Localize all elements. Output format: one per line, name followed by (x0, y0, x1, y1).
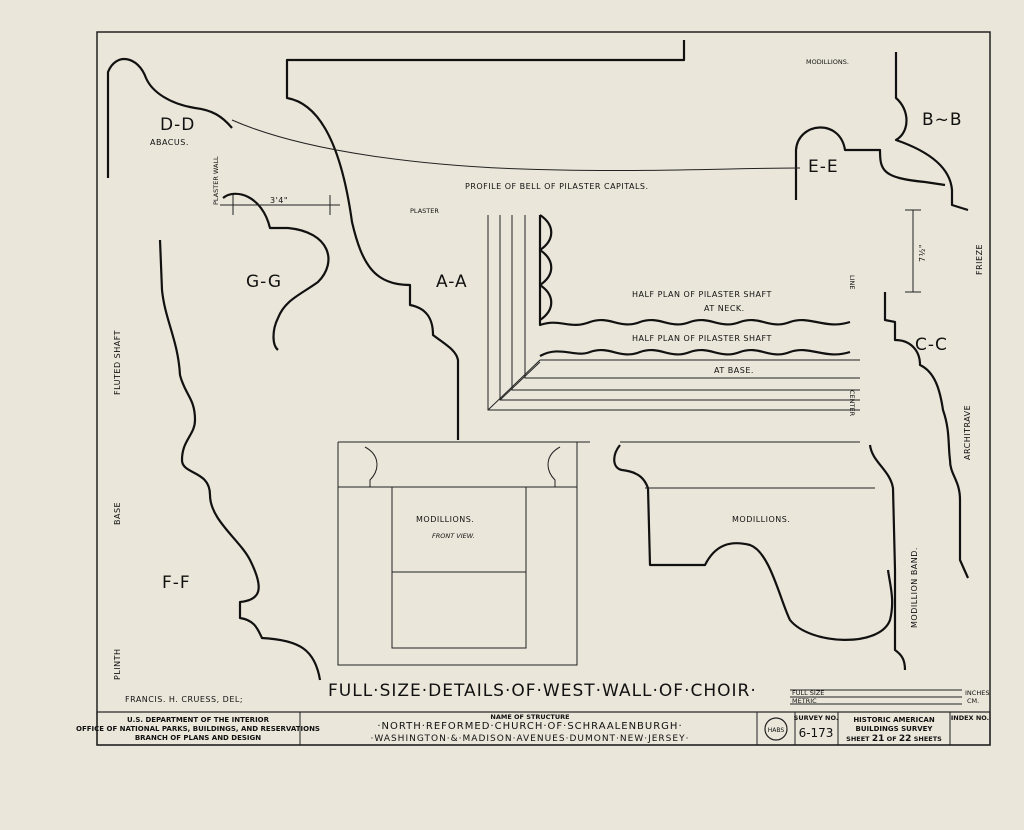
fine-lines (220, 119, 962, 745)
profile-half-plan-base (539, 349, 851, 357)
profile-top-vertical (285, 40, 686, 440)
profile-half-plan-neck-waves (538, 214, 553, 321)
label-half-plan-base-1: HALF PLAN OF PILASTER SHAFT (632, 334, 772, 343)
scale-cm: CM. (967, 697, 979, 705)
label-ff: F-F (162, 573, 191, 593)
label-dim-72: 7½" (918, 244, 927, 262)
label-modillions-top: MODILLIONS. (806, 58, 849, 66)
structure-name: ·NORTH·REFORMED·CHURCH·OF·SCHRAALENBURGH… (377, 721, 682, 732)
profile-modillion-side (613, 444, 894, 641)
profile-modillion-band (868, 444, 907, 671)
structure-address: ·WASHINGTON·&·MADISON·AVENUES·DUMONT·NEW… (371, 734, 690, 744)
profile-cc (883, 292, 970, 579)
label-ee: E-E (808, 157, 839, 177)
scale-full-size: FULL SIZE (792, 689, 824, 697)
label-center-line-bottom: CENTER (848, 390, 856, 417)
label-profile-bell: PROFILE OF BELL OF PILASTER CAPITALS. (465, 182, 649, 191)
modillion-side-lines (620, 441, 875, 489)
scale-bar (790, 689, 962, 705)
survey-number: 6-173 (799, 726, 834, 740)
agency-line-1: U.S. DEPARTMENT OF THE INTERIOR (127, 716, 270, 724)
profile-dd-abacus (106, 57, 233, 178)
agency-line-3: BRANCH OF PLANS AND DESIGN (135, 734, 261, 742)
of-word: OF (887, 735, 897, 743)
molding-profiles (106, 40, 970, 681)
modillion-front-box (337, 441, 590, 666)
label-plaster: PLASTER (410, 207, 439, 215)
label-modillion-band: MODILLION BAND. (910, 547, 919, 628)
label-half-plan-base-2: AT BASE. (714, 366, 754, 375)
profile-bb (894, 52, 969, 212)
label-center-line-top: LINE (848, 275, 856, 290)
modillion-front-ends (364, 446, 561, 487)
survey-caption: SURVEY NO. (794, 714, 839, 722)
label-modillions-side: MODILLIONS. (732, 515, 790, 524)
label-fluted-shaft: FLUTED SHAFT (113, 330, 122, 395)
label-dim-34: 3'4" (270, 196, 288, 205)
sheet-word: SHEET (846, 735, 870, 743)
label-gg: G-G (246, 272, 282, 292)
profile-ee (794, 126, 946, 200)
label-plinth: PLINTH (113, 648, 122, 680)
dimension-line-72 (905, 209, 921, 293)
drawing-title: FULL·SIZE·DETAILS·OF·WEST·WALL·OF·CHOIR· (328, 681, 757, 701)
label-plaster-wall: PLASTER WALL (212, 156, 220, 205)
scale-inches: INCHES (965, 689, 989, 697)
index-caption: INDEX NO. (951, 714, 989, 722)
habs-line-1: HISTORIC AMERICAN (853, 716, 935, 724)
label-abacus: ABACUS. (150, 138, 189, 147)
sheets-word: SHEETS (914, 735, 942, 743)
habs-seal-text: HABS (768, 727, 785, 734)
profile-gg (222, 192, 330, 351)
title-block-frame (96, 711, 991, 746)
bell-profile-curve (231, 119, 801, 172)
habs-line-2: BUILDINGS SURVEY (856, 725, 934, 733)
label-half-plan-neck-2: AT NECK. (704, 304, 745, 313)
modillion-front-detail (391, 487, 527, 649)
label-front-view: FRONT VIEW. (432, 532, 475, 540)
label-delineator: FRANCIS. H. CRUESS, DEL; (125, 695, 243, 704)
name-caption: NAME OF STRUCTURE (490, 713, 569, 721)
profile-half-plan-neck (538, 215, 851, 327)
label-bb: B~B (922, 110, 963, 130)
label-modillions-front: MODILLIONS. (416, 515, 474, 524)
sheet-count: SHEET 21 OF 22 SHEETS (846, 734, 942, 744)
scale-metric: METRIC (792, 697, 817, 705)
label-half-plan-neck-1: HALF PLAN OF PILASTER SHAFT (632, 290, 772, 299)
sheet-total: 22 (899, 734, 912, 744)
label-dd: D-D (160, 115, 195, 135)
habs-seal (764, 717, 788, 741)
dimension-line-34 (220, 195, 340, 215)
label-aa: A-A (436, 272, 468, 292)
label-cc: C-C (915, 335, 948, 355)
label-base: BASE (113, 502, 122, 525)
sheet-number: 21 (872, 734, 885, 744)
agency-line-2: OFFICE OF NATIONAL PARKS, BUILDINGS, AND… (76, 725, 320, 733)
label-architrave: ARCHITRAVE (963, 405, 972, 460)
label-frieze: FRIEZE (975, 244, 984, 275)
title-block-dividers (299, 712, 951, 745)
plan-shaft-corner (487, 359, 541, 411)
profile-ff-shaft (158, 239, 322, 681)
